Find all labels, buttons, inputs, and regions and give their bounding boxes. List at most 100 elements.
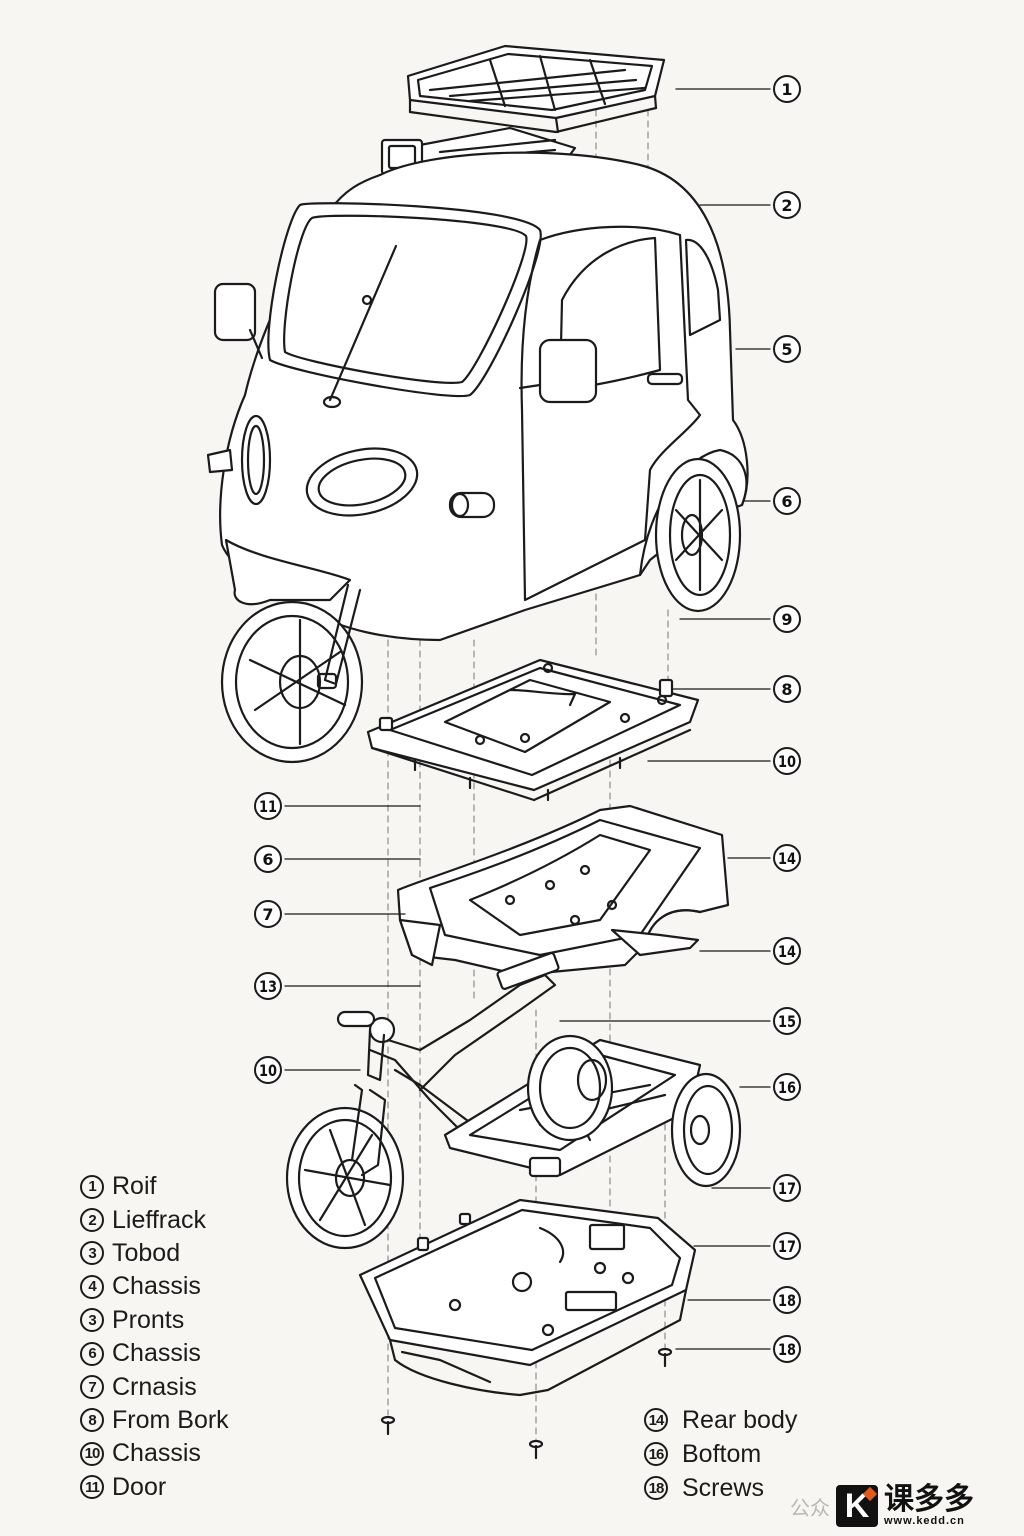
legend-label: Screws bbox=[682, 1473, 764, 1502]
legend-label: Chassis bbox=[112, 1439, 201, 1468]
callout-number: 6 bbox=[262, 850, 273, 869]
callout-8: 8 bbox=[773, 675, 801, 703]
callout-number: 13 bbox=[259, 977, 277, 996]
legend-label: Rear body bbox=[682, 1405, 798, 1434]
callout-number: 1 bbox=[781, 80, 792, 99]
callout-circle bbox=[254, 900, 282, 928]
callout-16: 16 bbox=[773, 1073, 801, 1101]
legend-item: 1 Roif bbox=[80, 1170, 229, 1203]
legend-number-badge: 11 bbox=[80, 1475, 104, 1500]
callout-10: 10 bbox=[773, 747, 801, 775]
legend-label: Roif bbox=[112, 1172, 157, 1201]
callout-circle bbox=[773, 605, 801, 633]
rear-body-tub bbox=[396, 804, 730, 977]
callout-circle bbox=[773, 1335, 801, 1363]
rear-axle-wheels bbox=[526, 1034, 742, 1188]
legend-item: 16 Boftom bbox=[644, 1437, 797, 1471]
legend-label: Tobod bbox=[112, 1238, 181, 1267]
callout-6: 6 bbox=[254, 845, 282, 873]
callout-number: 5 bbox=[781, 340, 792, 359]
front-wheel-top bbox=[220, 583, 364, 764]
legend-number-badge: 3 bbox=[80, 1241, 104, 1266]
callout-number: 2 bbox=[781, 196, 792, 215]
callout-number: 10 bbox=[259, 1061, 277, 1080]
callout-number: 18 bbox=[778, 1291, 796, 1310]
callout-circle bbox=[773, 675, 801, 703]
legend-label: Lieffrack bbox=[112, 1205, 207, 1234]
callout-circle bbox=[773, 844, 801, 872]
legend-item: 2 Lieffrack bbox=[80, 1203, 229, 1236]
legend-label: Pronts bbox=[112, 1305, 185, 1334]
leader-lines bbox=[284, 88, 771, 1350]
callout-10: 10 bbox=[254, 1056, 282, 1084]
legend-item: 3 Pronts bbox=[80, 1304, 229, 1337]
callout-number: 15 bbox=[778, 1012, 796, 1031]
callout-number: 14 bbox=[778, 942, 796, 961]
legend-number-badge: 7 bbox=[80, 1375, 104, 1400]
legend-number-badge: 16 bbox=[644, 1442, 668, 1466]
legend-number-badge: 2 bbox=[80, 1208, 104, 1233]
callout-15: 15 bbox=[773, 1007, 801, 1035]
bottom-tray bbox=[358, 1198, 697, 1397]
watermark-brand: 课多多 bbox=[884, 1483, 974, 1516]
legend-label: Crnasis bbox=[112, 1372, 197, 1401]
legend-item: 10 Chassis bbox=[80, 1437, 229, 1470]
callout-14: 14 bbox=[773, 844, 801, 872]
vehicle-body bbox=[206, 151, 749, 642]
front-wheel-bottom bbox=[285, 1083, 405, 1250]
callout-circle bbox=[254, 792, 282, 820]
callout-17: 17 bbox=[773, 1232, 801, 1260]
callout-11: 11 bbox=[254, 792, 282, 820]
callout-circle bbox=[773, 1286, 801, 1314]
callout-number: 8 bbox=[781, 680, 792, 699]
callout-circle bbox=[254, 845, 282, 873]
callout-18: 18 bbox=[773, 1286, 801, 1314]
watermark-url: www.kedd.cn bbox=[884, 1515, 965, 1527]
callout-circle bbox=[773, 335, 801, 363]
callout-number: 17 bbox=[778, 1237, 796, 1256]
callout-5: 5 bbox=[773, 335, 801, 363]
callout-circle bbox=[773, 75, 801, 103]
legend-item: 6 Chassis bbox=[80, 1337, 229, 1370]
callout-number: 11 bbox=[259, 797, 277, 816]
floor-plate bbox=[366, 658, 700, 802]
legend-number-badge: 1 bbox=[80, 1174, 104, 1199]
callout-2: 2 bbox=[773, 191, 801, 219]
callout-17: 17 bbox=[773, 1174, 801, 1202]
watermark-logo-icon: K bbox=[836, 1485, 878, 1527]
watermark-left-text: 公众 bbox=[790, 1497, 830, 1520]
rear-wheel-top bbox=[654, 457, 742, 613]
callout-number: 6 bbox=[781, 492, 792, 511]
callout-13: 13 bbox=[254, 972, 282, 1000]
callout-14: 14 bbox=[773, 937, 801, 965]
callout-number: 18 bbox=[778, 1340, 796, 1359]
legend-label: Chassis bbox=[112, 1339, 201, 1368]
callout-number: 14 bbox=[778, 849, 796, 868]
callout-circle bbox=[254, 1056, 282, 1084]
legend-number-badge: 6 bbox=[80, 1341, 104, 1366]
legend-number-badge: 10 bbox=[80, 1441, 104, 1466]
legend-item: 7 Crnasis bbox=[80, 1370, 229, 1403]
callout-number: 17 bbox=[778, 1179, 796, 1198]
legend-number-badge: 4 bbox=[80, 1274, 104, 1299]
watermark: 公众 K 课多多 www.kedd.cn bbox=[790, 1478, 1022, 1534]
callout-circle bbox=[773, 747, 801, 775]
callout-circle bbox=[773, 191, 801, 219]
callout-18: 18 bbox=[773, 1335, 801, 1363]
legend-number-badge: 8 bbox=[80, 1408, 104, 1433]
legend-item: 3 Tobod bbox=[80, 1237, 229, 1270]
callout-number: 10 bbox=[778, 752, 796, 771]
legend-label: Chassis bbox=[112, 1272, 201, 1301]
callout-circle bbox=[773, 487, 801, 515]
callout-circle bbox=[773, 1232, 801, 1260]
legend-number-badge: 3 bbox=[80, 1308, 104, 1333]
legend-label: Boftom bbox=[682, 1439, 762, 1468]
